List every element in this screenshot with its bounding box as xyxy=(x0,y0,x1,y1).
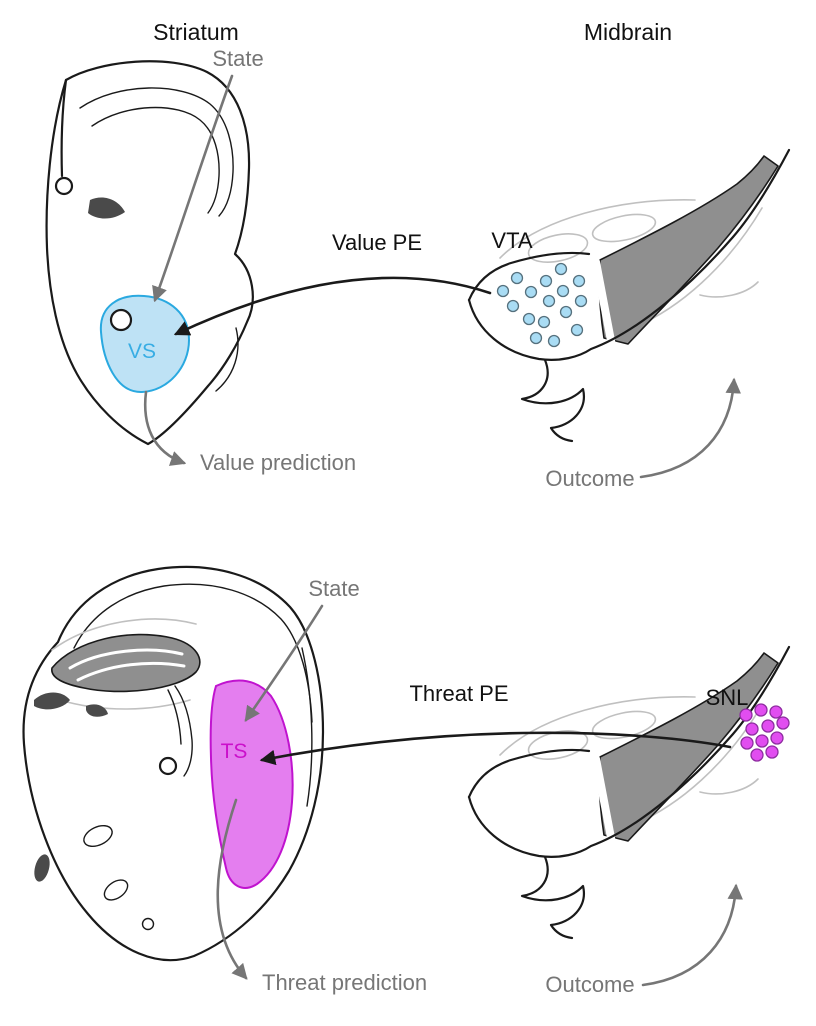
midbrain-top-outline xyxy=(467,748,591,799)
dopamine-neuron-dot xyxy=(522,312,536,326)
dopamine-neuron-dot xyxy=(755,734,769,748)
faint-boundary xyxy=(699,281,759,298)
ts-region xyxy=(209,679,294,889)
substantia-nigra-band xyxy=(598,155,779,345)
column-title-midbrain: Midbrain xyxy=(584,19,672,45)
fimbria-dark-blob xyxy=(51,633,201,693)
dopamine-neuron-dot xyxy=(529,331,543,345)
midbrain-section-top: VTA xyxy=(467,148,791,443)
small-nucleus-circle xyxy=(158,756,178,776)
nucleus-outline xyxy=(83,824,113,848)
white-gap xyxy=(592,258,616,350)
vs-label: VS xyxy=(128,340,156,363)
striatum-posterior-section: TS xyxy=(22,565,325,962)
value-prediction-label: Value prediction xyxy=(200,450,356,475)
brainstem-hook xyxy=(520,358,585,443)
corpus-callosum-outer xyxy=(79,87,234,217)
threat-prediction-arrow xyxy=(216,798,248,980)
threat-pe-label: Threat PE xyxy=(409,681,508,706)
ventricle-line xyxy=(167,689,182,745)
threat-pe-arrow xyxy=(259,731,732,766)
nucleus-outline xyxy=(141,917,155,931)
cortical-layer-line xyxy=(73,583,313,723)
dopamine-neuron-dot xyxy=(542,294,556,308)
dopamine-neuron-dot xyxy=(770,731,784,745)
piriform-line xyxy=(215,327,239,392)
dopamine-neuron-dot xyxy=(769,705,783,719)
dopamine-neuron-dot xyxy=(570,323,584,337)
dopamine-neuron-dot xyxy=(572,274,586,288)
dopamine-neuron-dot xyxy=(776,716,790,730)
brain-outline xyxy=(45,60,254,446)
vta-label: VTA xyxy=(491,228,532,253)
column-title-striatum: Striatum xyxy=(153,19,239,45)
faint-nucleus-outline xyxy=(591,710,657,740)
dopamine-neuron-dot xyxy=(524,285,538,299)
brainstem-hook xyxy=(520,855,585,940)
dopamine-neuron-dot xyxy=(554,262,568,276)
dopamine-neuron-dot xyxy=(740,736,754,750)
dopamine-neuron-dot xyxy=(510,271,524,285)
dopamine-neuron-dot xyxy=(745,722,759,736)
dark-comma xyxy=(86,704,108,717)
state-label-bottom: State xyxy=(308,576,359,601)
corpus-callosum-inner xyxy=(91,106,220,214)
dopamine-neuron-dot xyxy=(739,708,753,722)
faint-hippocampus-outline xyxy=(51,618,197,651)
fimbria-stripe xyxy=(76,661,186,682)
striatum-anterior-section: VS xyxy=(45,60,254,446)
anterior-commissure xyxy=(109,308,133,332)
value-circuit-row: VS xyxy=(45,46,791,491)
value-pe-arrow xyxy=(173,276,492,336)
dark-comma xyxy=(34,692,70,710)
snl-label: SNL xyxy=(706,685,749,710)
value-pe-label: Value PE xyxy=(332,230,422,255)
dopamine-neuron-dot xyxy=(559,305,573,319)
faint-boundary xyxy=(499,696,696,756)
midline-knob xyxy=(54,176,74,196)
faint-boundary xyxy=(699,778,759,795)
outcome-arrow-bottom xyxy=(641,883,744,987)
white-gap xyxy=(592,755,616,847)
outcome-label-top: Outcome xyxy=(545,466,634,491)
vta-dot-cluster xyxy=(496,262,588,348)
dopamine-neuron-dot xyxy=(537,315,551,329)
outcome-arrow-top xyxy=(639,377,742,479)
state-arrow-top xyxy=(152,74,234,303)
ts-label: TS xyxy=(221,740,248,763)
outcome-label-bottom: Outcome xyxy=(545,972,634,997)
dopamine-neuron-dot xyxy=(765,745,779,759)
state-label-top: State xyxy=(212,46,263,71)
lateral-ventricle xyxy=(88,197,125,219)
threat-prediction-label: Threat prediction xyxy=(262,970,427,995)
midbrain-top-outline xyxy=(467,251,591,302)
cortical-layer-line xyxy=(301,647,313,807)
dark-blob-left xyxy=(34,854,50,882)
dopamine-neuron-dot xyxy=(574,294,588,308)
dopamine-neuron-dot xyxy=(556,284,570,298)
dopamine-neuron-dot xyxy=(750,748,764,762)
substantia-nigra-band xyxy=(598,652,779,842)
dopamine-neuron-dot xyxy=(761,719,775,733)
value-prediction-arrow xyxy=(143,390,187,466)
faint-nucleus-outline xyxy=(591,213,657,243)
ventricle-line xyxy=(174,685,193,777)
midline-wall xyxy=(60,78,68,178)
dopamine-neuron-dot xyxy=(506,299,520,313)
dopamine-neuron-dot xyxy=(539,274,553,288)
nucleus-outline xyxy=(103,879,129,901)
faint-boundary xyxy=(499,199,696,259)
fimbria-stripe xyxy=(68,648,184,670)
dopamine-neuron-dot xyxy=(754,703,768,717)
faint-nucleus-outline xyxy=(527,233,589,263)
dopamine-neuron-dot xyxy=(547,334,561,348)
midbrain-bottom-outline xyxy=(467,148,791,361)
threat-circuit-row: TS xyxy=(22,565,791,997)
dopamine-neuron-dot xyxy=(496,284,510,298)
faint-hippocampus-outline xyxy=(59,699,191,710)
midbrain-section-bottom: SNL xyxy=(467,645,791,940)
snl-dot-cluster xyxy=(739,703,790,762)
state-arrow-bottom xyxy=(244,604,324,722)
